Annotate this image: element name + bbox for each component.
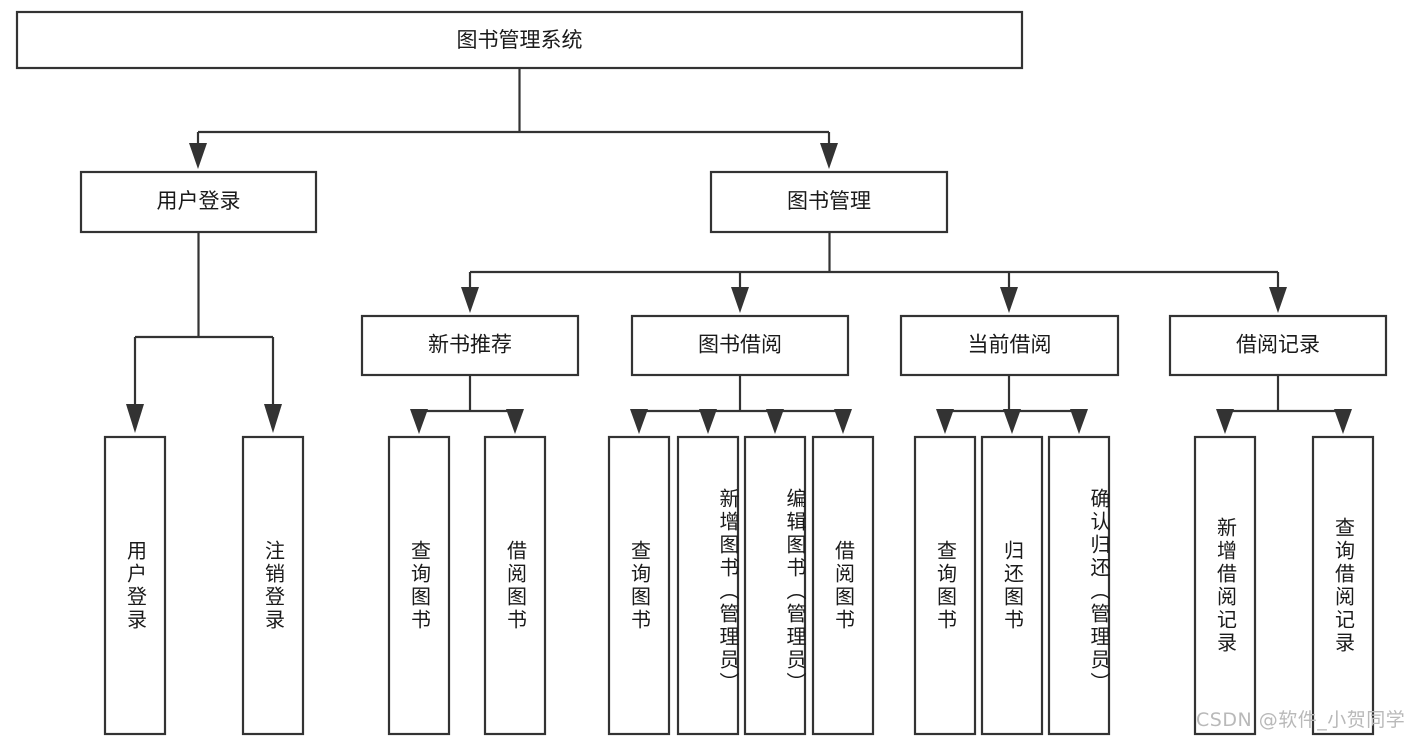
node-box-leaf-user-login[interactable] — [103, 435, 167, 736]
node-box-leaf-bw-borrow[interactable] — [811, 435, 875, 736]
node-box-leaf-nb-borrow[interactable] — [483, 435, 547, 736]
connector-group-book-admin — [461, 232, 1287, 313]
node-label-borrow: 图书借阅 — [698, 333, 782, 357]
arrow-head-icon — [506, 409, 524, 434]
node-box-borrow[interactable] — [630, 314, 850, 377]
arrow-head-icon — [699, 409, 717, 434]
arrow-head-icon — [1334, 409, 1352, 434]
csdn-watermark: CSDN @软件_小贺同学 — [1196, 709, 1405, 731]
node-box-leaf-cur-return[interactable] — [980, 435, 1044, 736]
node-box-leaf-bw-edit[interactable] — [743, 435, 807, 736]
node-box-leaf-rec-query[interactable] — [1311, 435, 1375, 736]
node-box-leaf-bw-add[interactable] — [676, 435, 740, 736]
connector-group-records — [1216, 375, 1352, 434]
arrow-head-icon — [936, 409, 954, 434]
node-label-user-login: 用户登录 — [157, 189, 241, 213]
arrow-head-icon — [264, 404, 282, 433]
node-label-new-book: 新书推荐 — [428, 333, 512, 357]
node-box-user-login[interactable] — [79, 170, 318, 234]
node-box-leaf-bw-query[interactable] — [607, 435, 671, 736]
node-label-book-admin: 图书管理 — [787, 189, 871, 213]
arrow-head-icon — [1003, 409, 1021, 434]
node-label-root: 图书管理系统 — [457, 28, 583, 52]
node-box-leaf-user-logout[interactable] — [241, 435, 305, 736]
node-label-records: 借阅记录 — [1236, 333, 1320, 357]
node-box-leaf-cur-query[interactable] — [913, 435, 977, 736]
node-label-current: 当前借阅 — [968, 333, 1052, 357]
node-box-leaf-cur-confirm[interactable] — [1047, 435, 1111, 736]
arrow-head-icon — [1269, 287, 1287, 313]
arrow-head-icon — [1216, 409, 1234, 434]
arrow-head-icon — [766, 409, 784, 434]
node-box-book-admin[interactable] — [709, 170, 949, 234]
connector-group-root — [189, 68, 838, 169]
node-box-records[interactable] — [1168, 314, 1388, 377]
node-box-new-book[interactable] — [360, 314, 580, 377]
arrow-head-icon — [1000, 287, 1018, 313]
node-box-leaf-rec-add[interactable] — [1193, 435, 1257, 736]
arrow-head-icon — [731, 287, 749, 313]
arrow-head-icon — [630, 409, 648, 434]
connector-group-new-book — [410, 375, 524, 434]
arrow-head-icon — [461, 287, 479, 313]
node-box-leaf-nb-query[interactable] — [387, 435, 451, 736]
arrow-head-icon — [126, 404, 144, 433]
connector-group-current — [936, 375, 1088, 434]
arrow-head-icon — [834, 409, 852, 434]
arrow-head-icon — [189, 143, 207, 169]
node-box-current[interactable] — [899, 314, 1120, 377]
connector-group-borrow — [630, 375, 852, 434]
arrow-head-icon — [410, 409, 428, 434]
node-box-root[interactable] — [15, 10, 1024, 70]
arrow-head-icon — [820, 143, 838, 169]
arrow-head-icon — [1070, 409, 1088, 434]
connector-group-user-login — [126, 232, 282, 433]
